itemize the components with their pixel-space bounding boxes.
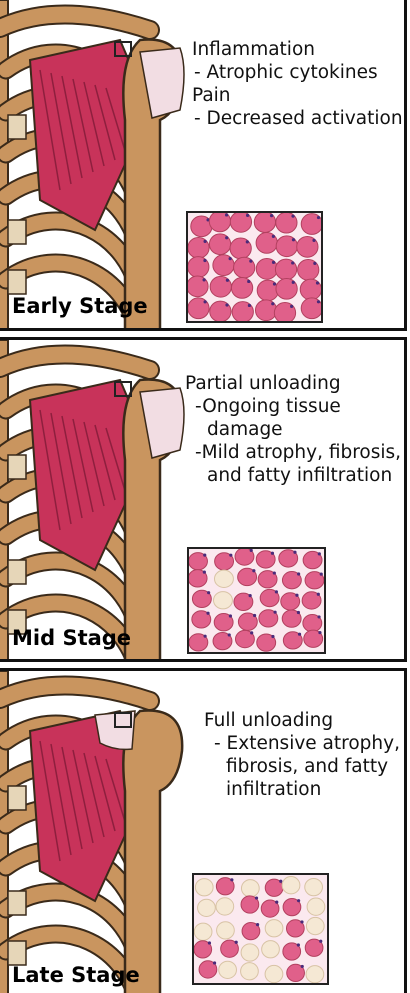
late-stage-panel: Full unloading - Extensive atrophy, fibr…: [0, 668, 407, 993]
heading-full-unloading: Full unloading: [204, 709, 407, 732]
shoulder-illustration: [0, 671, 200, 993]
heading-partial-unloading: Partial unloading: [185, 372, 405, 395]
heading-inflammation: Inflammation: [192, 38, 407, 61]
mid-stage-description: Partial unloading -Ongoing tissue damage…: [185, 372, 405, 487]
heading-pain: Pain: [192, 84, 407, 107]
stage-label-late: Late Stage: [12, 963, 140, 987]
late-stage-description: Full unloading - Extensive atrophy, fibr…: [204, 709, 407, 801]
shoulder-illustration: [0, 340, 200, 662]
shoulder-illustration: [0, 0, 200, 331]
early-stage-description: Inflammation - Atrophic cytokines Pain -…: [192, 38, 407, 130]
stage-label-mid: Mid Stage: [12, 626, 131, 650]
item-ongoing-tissue-damage: -Ongoing tissue damage: [185, 395, 405, 441]
early-stage-panel: Inflammation - Atrophic cytokines Pain -…: [0, 0, 407, 331]
item-mild-atrophy: -Mild atrophy, fibrosis, and fatty infil…: [185, 441, 405, 487]
item-decreased-activation: - Decreased activation: [192, 107, 407, 130]
item-atrophic-cytokines: - Atrophic cytokines: [192, 61, 407, 84]
mid-stage-panel: Partial unloading -Ongoing tissue damage…: [0, 337, 407, 662]
muscle-histology-early: [186, 211, 323, 323]
stage-label-early: Early Stage: [12, 294, 148, 318]
muscle-histology-mid: [187, 547, 326, 654]
item-extensive-atrophy: - Extensive atrophy, fibrosis, and fatty…: [204, 732, 407, 801]
muscle-histology-late: [192, 873, 329, 985]
